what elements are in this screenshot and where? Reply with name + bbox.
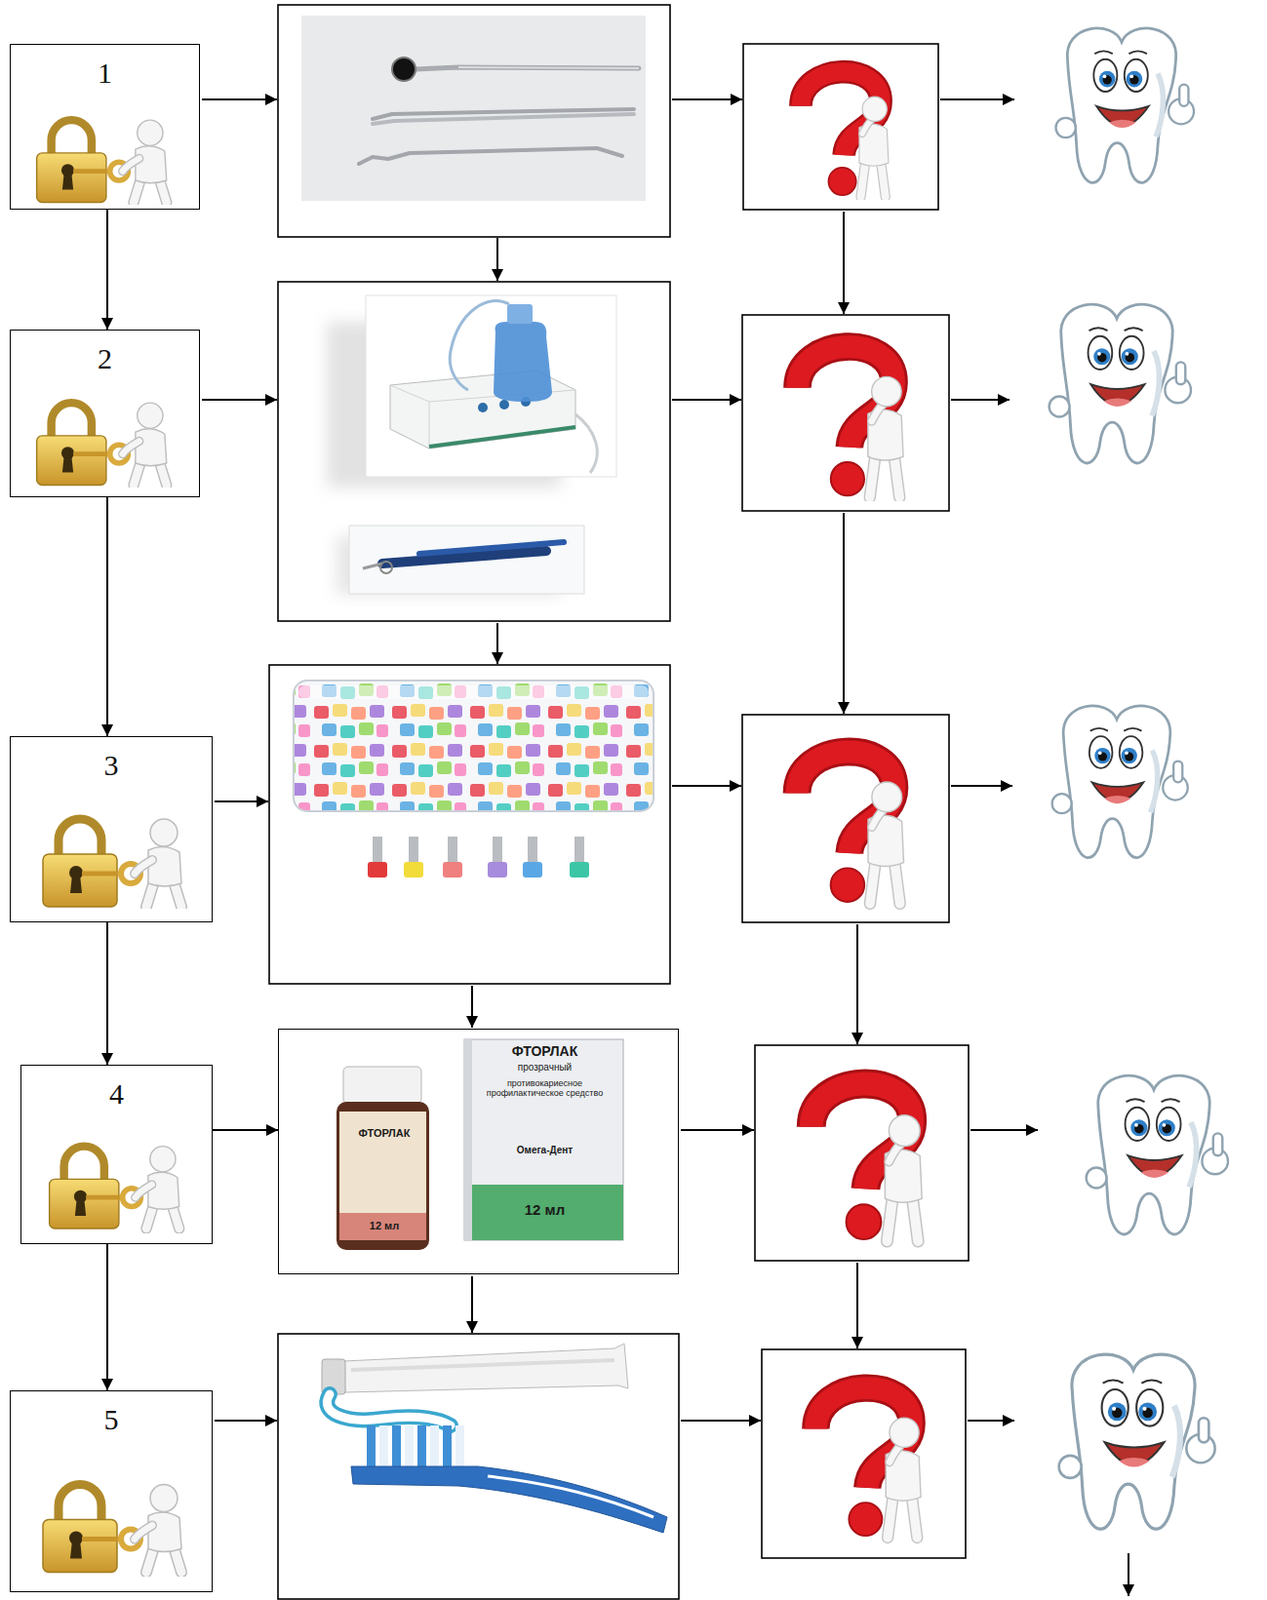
package-label-text: 12 мл — [474, 1201, 616, 1219]
flow-arrow — [106, 1244, 109, 1391]
step-lock-box: 1 — [9, 43, 200, 210]
product-photo-box: ФТОРЛАК 12 мл ФТОРЛАК прозрачный противокари… — [277, 1029, 679, 1275]
question-figure — [796, 752, 904, 905]
happy-tooth — [1049, 304, 1191, 464]
step-lock-box: 2 — [9, 329, 200, 498]
polishing-cups — [293, 680, 654, 878]
lock-key-icon — [37, 119, 167, 202]
lock-key-icon — [42, 819, 182, 908]
fluoride-varnish-package — [336, 1039, 624, 1251]
step-lock-box: 4 — [20, 1065, 213, 1245]
happy-tooth — [1052, 706, 1188, 859]
step-number: 1 — [10, 44, 199, 88]
package-label-text: ФТОРЛАК — [474, 1043, 616, 1060]
question-figure — [796, 347, 904, 499]
toothpaste-and-brush — [321, 1344, 668, 1534]
package-label-text: противокариесное профилактическое средст… — [474, 1078, 616, 1100]
dental-instruments — [301, 15, 646, 201]
flow-arrow — [106, 497, 109, 737]
flow-arrow — [201, 99, 1129, 1597]
happy-tooth — [1055, 28, 1194, 183]
image-frame — [269, 4, 679, 1600]
package-label-text: ФТОРЛАК — [343, 1127, 426, 1141]
ultrasonic-scaler — [326, 295, 617, 595]
package-label-text: 12 мл — [343, 1220, 426, 1233]
happy-tooth — [1086, 1075, 1228, 1235]
step-number: 5 — [10, 1391, 212, 1435]
step-number: 3 — [10, 737, 212, 781]
step-lock-box: 3 — [9, 736, 213, 923]
lock-key-icon — [49, 1147, 180, 1229]
step-number: 4 — [21, 1066, 212, 1109]
flow-arrow — [212, 1129, 278, 1132]
lock-key-icon — [42, 1485, 182, 1574]
question-frame — [742, 43, 969, 1559]
step-number: 2 — [10, 330, 199, 374]
happy-tooth — [1059, 1354, 1216, 1530]
step-lock-box: 5 — [9, 1390, 213, 1593]
flow-arrow — [106, 922, 109, 1066]
lock-key-icon — [37, 402, 167, 485]
flow-arrow — [106, 209, 109, 330]
question-figure — [815, 1388, 921, 1539]
package-label-text: прозрачный — [474, 1062, 616, 1074]
question-figure — [811, 1084, 922, 1243]
package-label-text: Омега-Дент — [474, 1145, 616, 1157]
question-figure — [800, 72, 889, 198]
